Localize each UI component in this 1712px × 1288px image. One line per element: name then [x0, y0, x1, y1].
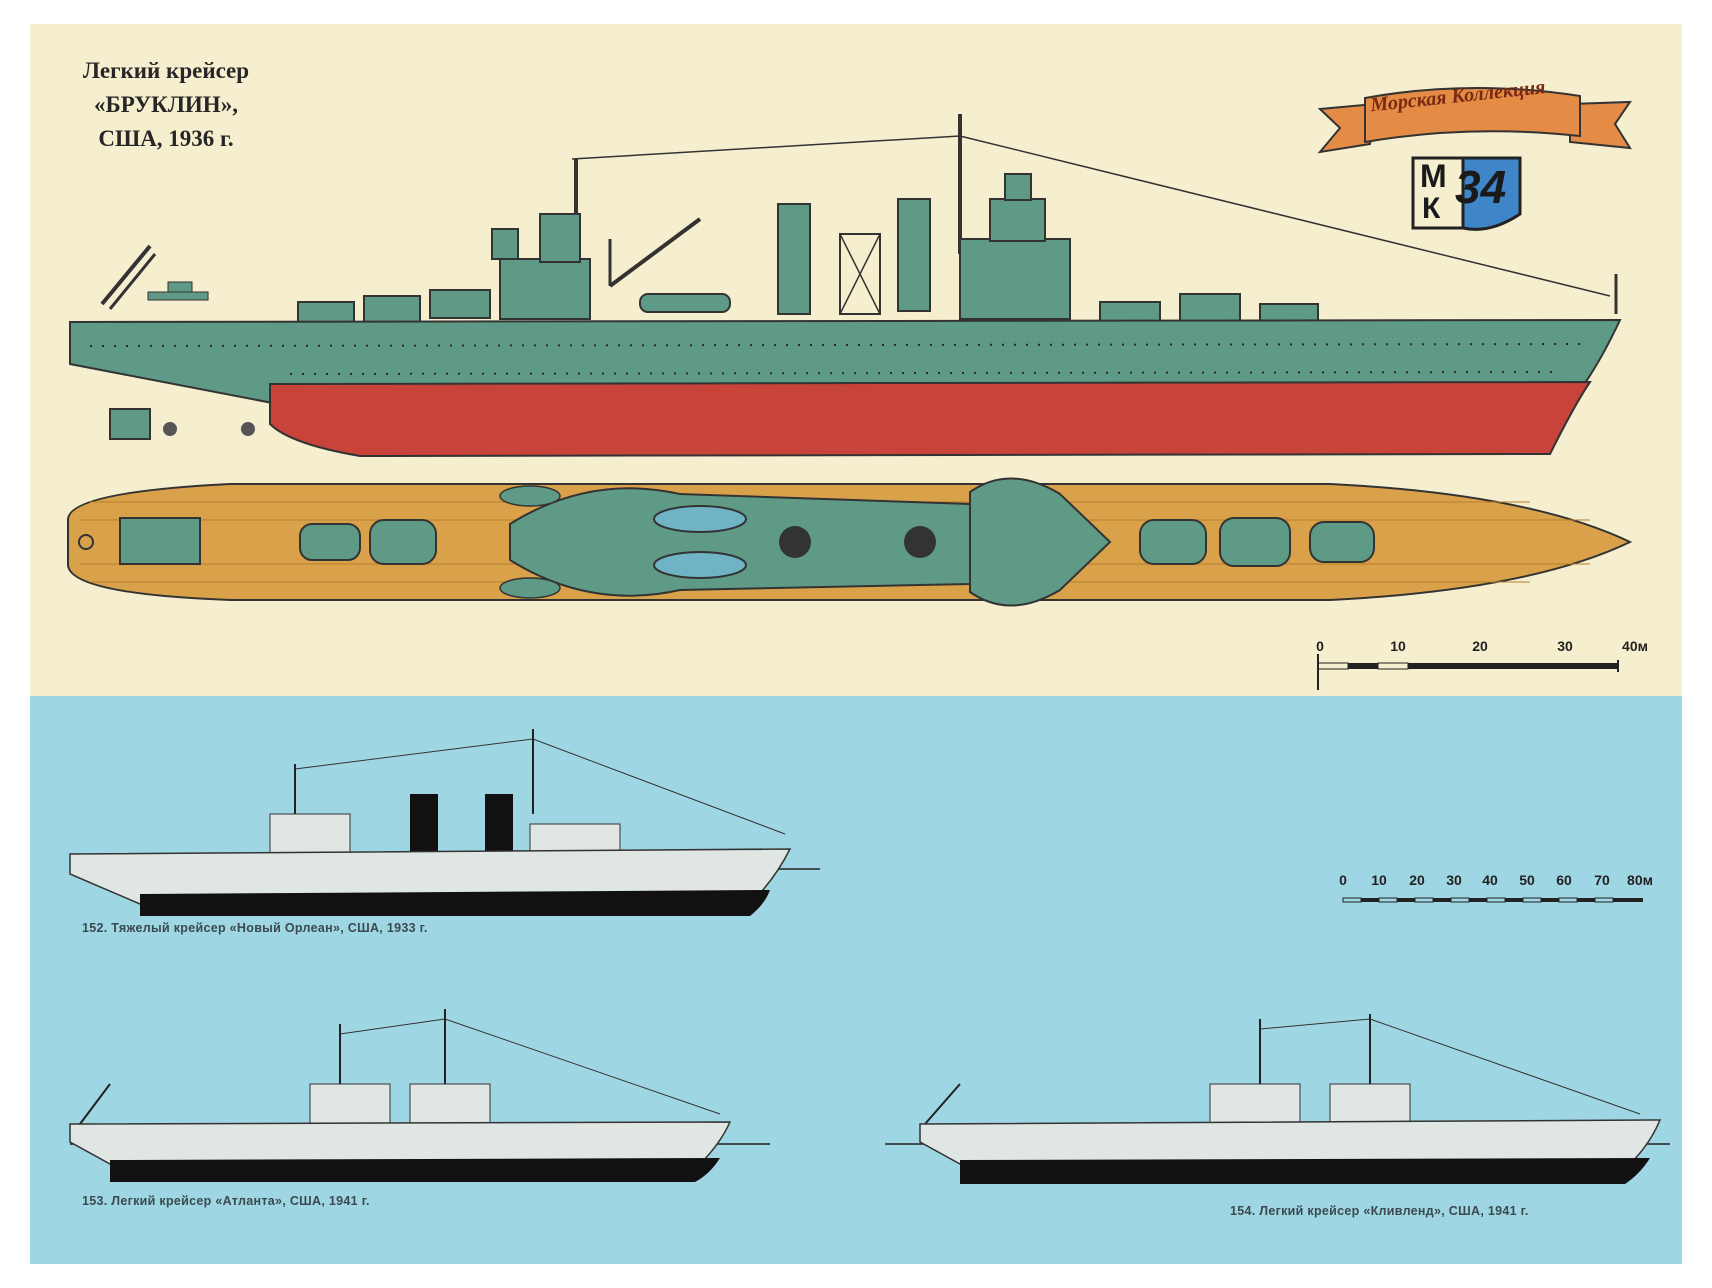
brooklyn-deck-plan: [67, 477, 1633, 607]
cleveland-silhouette: [885, 1014, 1670, 1184]
caption-new-orleans: 152. Тяжелый крейсер «Новый Орлеан», США…: [82, 921, 428, 935]
bottom-scale-bar: [1342, 897, 1643, 903]
scale-bottom-label: 30: [1446, 872, 1462, 888]
scale-top-label: 0: [1316, 638, 1324, 654]
top-scale-bar: [1317, 654, 1619, 690]
caption-cleveland: 154. Легкий крейсер «Кливленд», США, 194…: [1230, 1204, 1529, 1218]
logo-letter-m: М: [1420, 158, 1447, 194]
title-line: Легкий крейсер: [82, 58, 250, 83]
main-ship-title: Легкий крейсер «БРУКЛИН», США, 1936 г.: [46, 54, 286, 156]
brooklyn-side-profile: [69, 114, 1622, 458]
title-line: США, 1936 г.: [98, 126, 234, 151]
title-line: «БРУКЛИН»,: [94, 92, 238, 117]
scale-bottom-label: 50: [1519, 872, 1535, 888]
new-orleans-silhouette: [69, 729, 820, 916]
atlanta-silhouette: [69, 1009, 770, 1182]
collection-badge: [1317, 86, 1632, 231]
poster-page: Легкий крейсер «БРУКЛИН», США, 1936 г. М…: [30, 24, 1682, 1264]
scale-top-label: 20: [1472, 638, 1488, 654]
scale-bottom-label: 60: [1556, 872, 1572, 888]
logo-letter-k: К: [1422, 192, 1441, 225]
scale-bottom-label: 40: [1482, 872, 1498, 888]
scale-top-label: 40м: [1622, 638, 1648, 654]
scale-bottom-label: 20: [1409, 872, 1425, 888]
scale-bottom-label: 80м: [1627, 872, 1653, 888]
logo-number: 34: [1455, 161, 1507, 213]
caption-atlanta: 153. Легкий крейсер «Атланта», США, 1941…: [82, 1194, 370, 1208]
scale-top-label: 30: [1557, 638, 1573, 654]
scale-bottom-label: 70: [1594, 872, 1610, 888]
scale-top-label: 10: [1390, 638, 1406, 654]
scale-bottom-label: 10: [1371, 872, 1387, 888]
scale-bottom-label: 0: [1339, 872, 1347, 888]
ship-illustrations: [67, 86, 1670, 1184]
